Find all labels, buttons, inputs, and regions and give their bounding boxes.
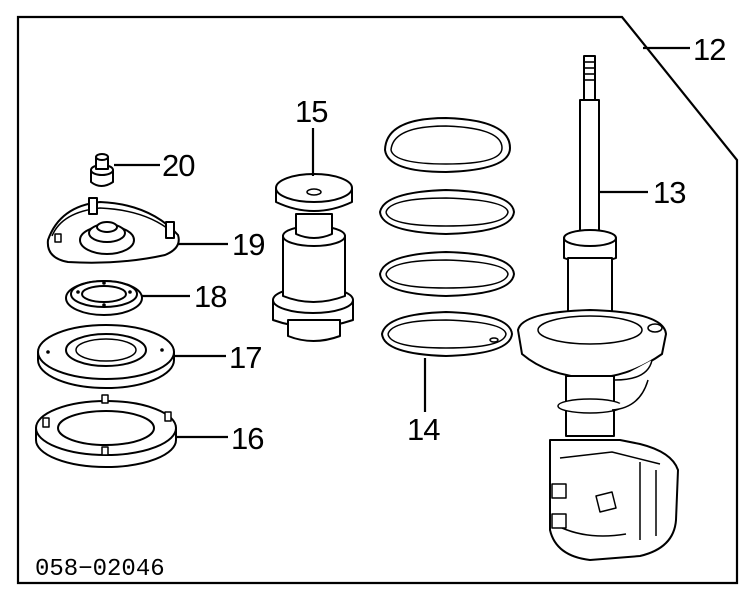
diagram-code: 058−02046 [35, 556, 165, 583]
callout-15: 15 [295, 94, 327, 129]
callout-17: 17 [229, 340, 261, 375]
part-16-rubber-seat [35, 394, 177, 468]
part-19-upper-mount [46, 197, 180, 264]
part-13-shock-absorber [517, 55, 679, 561]
part-17-spring-seat [37, 324, 175, 389]
callout-18: 18 [194, 279, 226, 314]
part-15-bump-stop [272, 173, 354, 342]
callout-14: 14 [407, 412, 440, 447]
part-14-coil-spring [379, 117, 515, 357]
callout-19: 19 [232, 227, 264, 262]
callout-16: 16 [231, 421, 263, 456]
diagram-frame [16, 15, 739, 585]
part-18-bearing [65, 280, 143, 316]
callout-20: 20 [162, 148, 195, 183]
part-20-nut [90, 153, 114, 187]
callout-12: 12 [693, 32, 725, 67]
callout-13: 13 [653, 175, 685, 210]
